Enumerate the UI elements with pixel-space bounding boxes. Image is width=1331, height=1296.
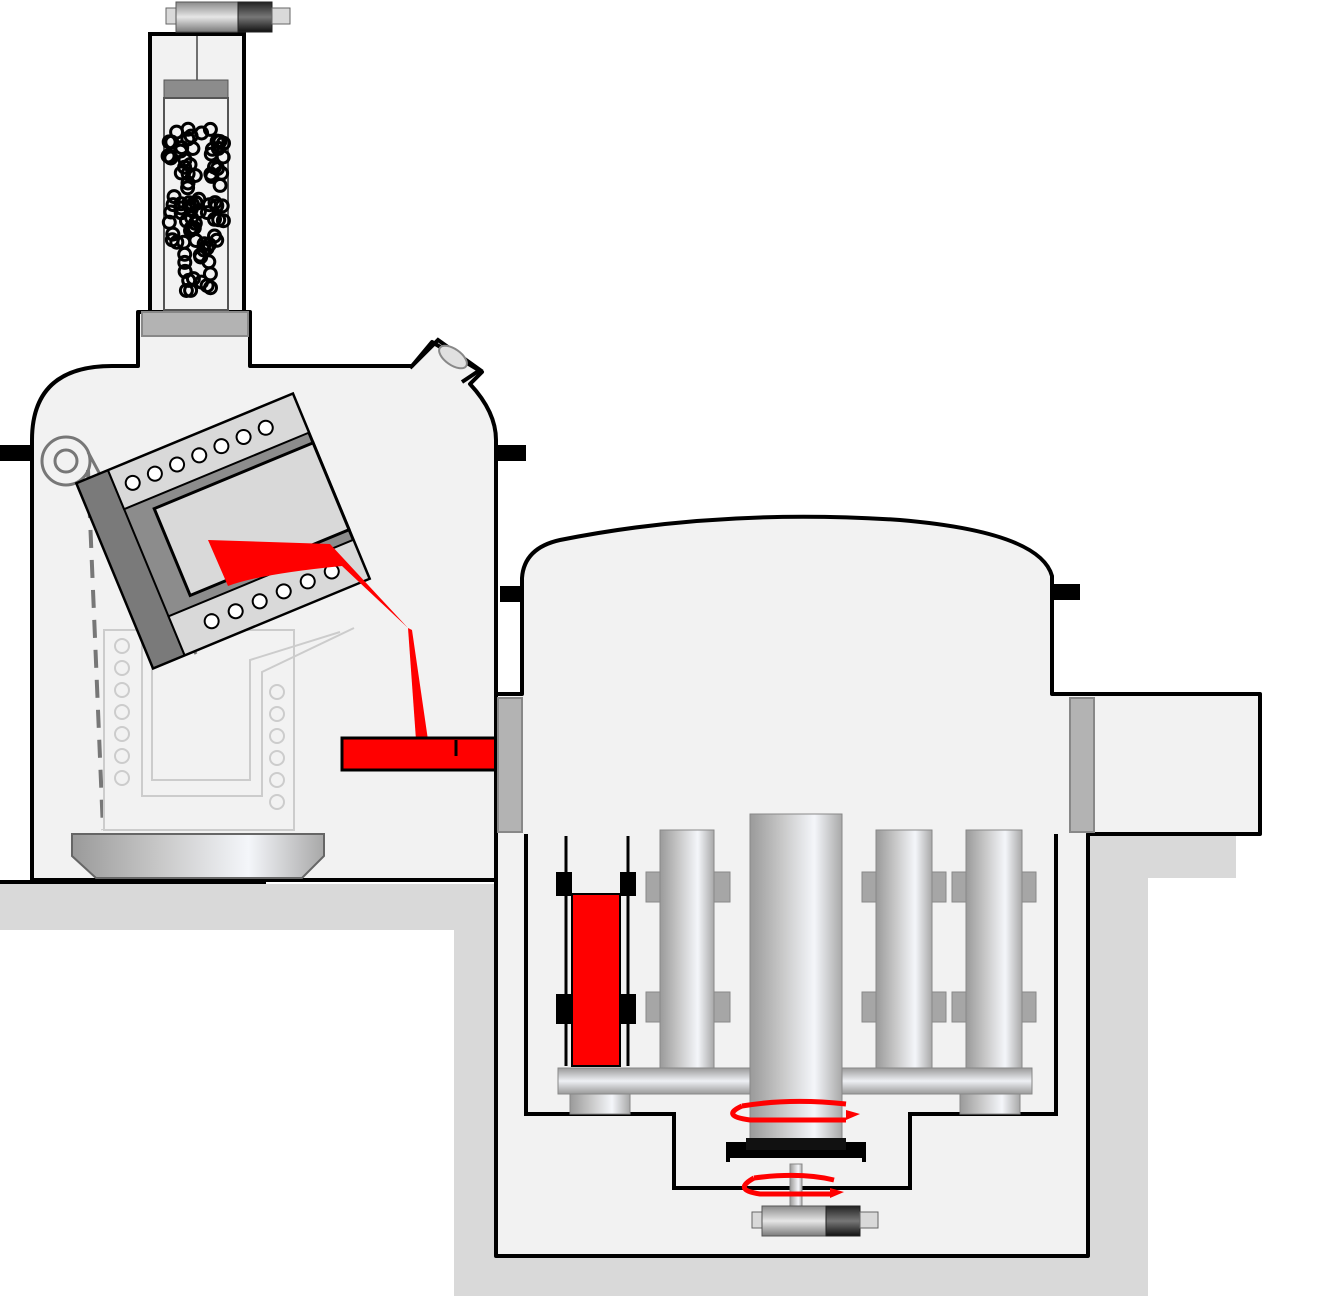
charge-pellet: [210, 140, 226, 156]
ghost-coil-turn: [269, 750, 285, 766]
coil-turn: [275, 583, 292, 600]
ghost-coil-turn: [269, 706, 285, 722]
charge-pellet: [181, 195, 197, 211]
coil-turn: [191, 447, 208, 464]
coil-turn: [299, 573, 316, 590]
charge-pellet: [163, 204, 179, 220]
ghost-coil-turn: [269, 684, 285, 700]
charge-pellet: [199, 205, 215, 221]
turntable: [557, 813, 1033, 1145]
coil-turn: [146, 465, 163, 482]
central-column: [749, 813, 843, 1145]
coil-turn: [251, 593, 268, 610]
ghost-coil-turn: [114, 748, 130, 764]
induction-coil-icon[interactable]: [74, 391, 372, 671]
mold: [645, 829, 731, 1069]
charge-pellet: [177, 152, 193, 168]
coil-turn: [124, 474, 141, 491]
charge-pellet: [165, 226, 181, 242]
charge-pellets-icon: [160, 121, 231, 298]
charge-pellet: [194, 125, 210, 141]
charge-pellet: [207, 228, 222, 244]
ghost-coil-turn: [114, 726, 130, 742]
charge-pellet: [209, 133, 225, 149]
charge-pellet: [164, 134, 180, 150]
ghost-coil-turn: [114, 638, 130, 654]
charge-pellet: [160, 148, 176, 164]
ghost-coil-turn: [114, 682, 130, 698]
charge-pellet: [184, 210, 200, 226]
transfer-window-left[interactable]: [497, 697, 523, 833]
charge-pellet: [212, 177, 228, 193]
floor-foundation: [0, 836, 1236, 1296]
right-flange: [496, 445, 526, 461]
rotation-arrow-icon: [730, 1098, 860, 1198]
charge-pellet: [165, 197, 181, 213]
ghost-coil-turn: [269, 728, 285, 744]
charge-pusher: [163, 79, 229, 99]
charge-pellet: [180, 131, 196, 147]
coil-turn: [227, 603, 244, 620]
ghost-coil-turn: [114, 660, 130, 676]
coil-turn: [213, 438, 230, 455]
charge-pellet: [177, 263, 193, 279]
base-platen: [71, 833, 325, 879]
transfer-window-right[interactable]: [1069, 697, 1095, 833]
coil-turn: [235, 428, 252, 445]
charge-pellet: [194, 274, 209, 290]
charge-pellet: [177, 254, 193, 270]
sight-glass[interactable]: [408, 337, 484, 384]
molten-metal: [208, 540, 428, 740]
charge-pellet: [180, 166, 196, 182]
mold-filled: [556, 836, 636, 1067]
charge-pellet: [201, 254, 217, 270]
left-flange: [0, 445, 32, 461]
charge-pellet: [215, 213, 231, 229]
charge-pellet: [207, 159, 222, 175]
charge-pellet: [196, 242, 212, 258]
charge-pellet: [209, 198, 225, 214]
ghost-coil-turn: [269, 794, 285, 810]
charge-pellet: [188, 233, 204, 248]
charge-feeder: [141, 32, 249, 337]
drive-motor-icon[interactable]: [751, 1205, 879, 1237]
feed-motor-icon[interactable]: [165, 1, 291, 33]
feeder-valve[interactable]: [141, 311, 249, 337]
charge-pellet: [177, 246, 193, 262]
coil-turn: [203, 613, 220, 630]
molds: [645, 829, 1037, 1069]
coil-turn: [169, 456, 186, 473]
charge-pellet: [185, 271, 201, 287]
ghost-coil-turn: [269, 772, 285, 788]
charge-pellet: [166, 189, 182, 205]
charge-pellet: [214, 198, 230, 214]
charge-pellet: [183, 201, 199, 217]
ghost-coil-turn: [114, 704, 130, 720]
charge-pellet: [187, 168, 203, 183]
ghost-coil-turn: [114, 770, 130, 786]
coil-turn: [257, 419, 274, 436]
mold: [951, 829, 1037, 1069]
